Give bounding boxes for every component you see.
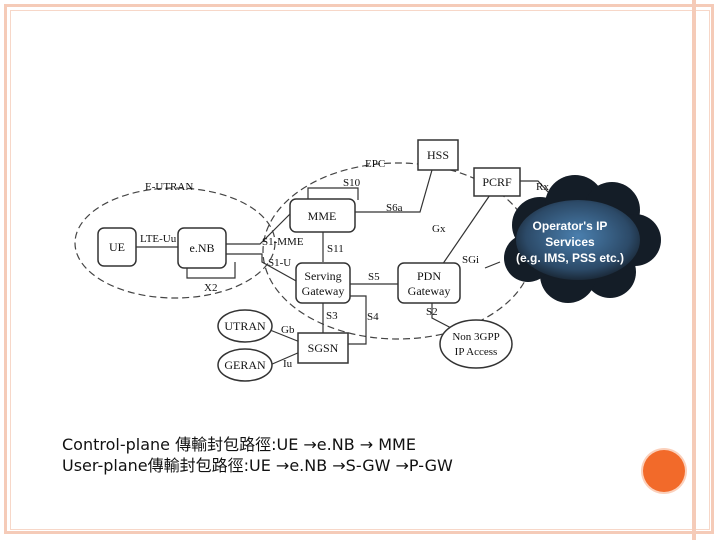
svg-text:(e.g. IMS, PSS etc.): (e.g. IMS, PSS etc.) [516,251,624,265]
svg-text:Gateway: Gateway [408,284,451,298]
svg-text:SGSN: SGSN [308,341,339,355]
e-utran-region [74,187,276,299]
interface-s3: S3 [326,310,338,322]
node-enb: e.NB [177,227,227,269]
caption-user-plane: User-plane傳輸封包路徑:UE →e.NB →S-GW →P-GW [62,456,453,475]
interface-s4: S4 [367,311,379,323]
interface-gx: Gx [432,223,446,235]
node-hss: HSS [417,139,459,171]
interface-s1-u: S1-U [268,257,291,269]
node-non-3gpp-ip-access: Non 3GPP IP Access [439,319,513,369]
node-mme: MME [289,198,356,233]
slide-side-line [692,0,696,540]
operator-ip-services-cloud: Operator's IP Services (e.g. IMS, PSS et… [504,175,661,303]
interface-sgi: SGi [462,254,479,266]
svg-text:Operator's IP: Operator's IP [533,219,608,233]
node-utran: UTRAN [217,309,273,343]
svg-text:UE: UE [109,240,125,254]
node-serving-gateway: Serving Gateway [295,262,351,304]
svg-text:Services: Services [545,235,595,249]
e-utran-label: E-UTRAN [145,181,193,193]
svg-text:PDN: PDN [417,269,441,283]
svg-text:Gateway: Gateway [302,284,345,298]
interface-x2: X2 [204,282,217,294]
svg-text:IP Access: IP Access [455,346,498,358]
interface-lines [135,169,549,366]
decorative-orange-circle [643,450,685,492]
node-pdn-gateway: PDN Gateway [397,262,461,304]
interface-lte-uu: LTE-Uu [140,233,177,245]
interface-rx: Rx [536,181,549,193]
interface-s1-mme: S1-MME [262,236,304,248]
svg-text:PCRF: PCRF [482,175,512,189]
interface-iu: Iu [283,358,293,370]
epc-label: EPC [365,158,385,170]
node-geran: GERAN [217,348,273,382]
interface-s11: S11 [327,243,344,255]
svg-text:Serving: Serving [304,269,341,283]
node-pcrf: PCRF [473,167,521,197]
interface-s2: S2 [426,306,438,318]
svg-text:HSS: HSS [427,148,449,162]
interface-gb: Gb [281,324,295,336]
interface-s10: S10 [343,177,361,189]
caption-control-plane: Control-plane 傳輸封包路徑:UE →e.NB → MME [62,435,416,454]
svg-text:MME: MME [308,209,337,223]
slide-frame-inner [10,10,710,530]
slide-frame-outer [4,4,714,534]
svg-text:UTRAN: UTRAN [224,319,266,333]
svg-text:e.NB: e.NB [190,241,215,255]
interface-s6a: S6a [386,202,403,214]
svg-text:GERAN: GERAN [224,358,266,372]
node-ue: UE [97,227,137,267]
svg-text:Non 3GPP: Non 3GPP [452,331,499,343]
interface-s5: S5 [368,271,380,283]
node-sgsn: SGSN [297,332,349,364]
